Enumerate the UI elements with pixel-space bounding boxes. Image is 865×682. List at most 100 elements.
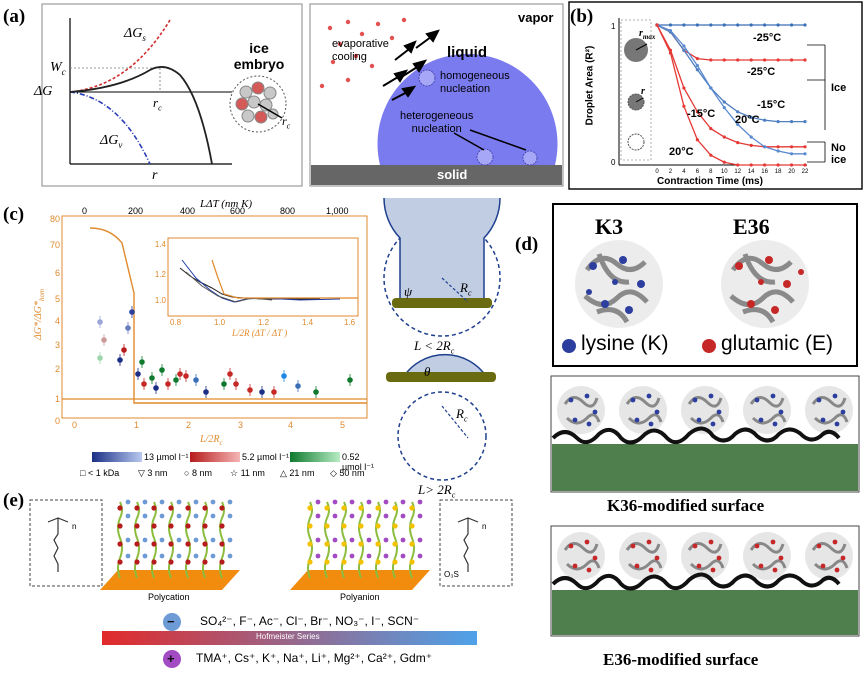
adsorbed-protein <box>619 532 667 580</box>
series-point <box>803 23 807 27</box>
charged-group <box>134 559 140 565</box>
chart-series-group <box>655 23 807 167</box>
series-point <box>776 120 780 124</box>
ice-embryo-circle <box>229 75 287 133</box>
series-point <box>789 152 794 156</box>
series-point <box>736 110 740 114</box>
scatter-point <box>281 373 287 379</box>
counter-ion <box>210 513 216 519</box>
counter-ion <box>159 499 165 505</box>
adsorbed-protein <box>557 532 605 580</box>
counter-ion <box>315 499 321 505</box>
c-ytick: 2 <box>54 364 60 374</box>
c-ytick: 80 <box>49 214 60 224</box>
charged-group <box>168 541 174 547</box>
c-top-axis-label: LΔT (nm K) <box>200 198 253 210</box>
counter-ion <box>176 499 182 505</box>
residue-dot <box>770 539 776 545</box>
scatter-point <box>173 377 179 383</box>
charged-group <box>375 523 381 529</box>
x-tick-label: 0 <box>655 169 659 175</box>
residue-dot <box>634 563 640 569</box>
counter-ion <box>400 553 406 559</box>
series-point <box>709 86 713 90</box>
series-point <box>749 23 753 27</box>
counter-ion <box>125 499 131 505</box>
residue-dot <box>692 543 698 549</box>
b-label-m25-b: -25°C <box>747 66 776 78</box>
rmax-label: rmax <box>639 28 656 41</box>
series-point <box>749 115 753 119</box>
series-point <box>682 48 686 52</box>
vapor-label: vapor <box>518 10 554 25</box>
x-tick-label: 6 <box>696 169 700 175</box>
monomer-n-left: n <box>72 522 77 531</box>
c-ytick: 6 <box>54 268 60 278</box>
residue-dot <box>648 421 654 427</box>
counter-ion <box>349 513 355 519</box>
series-point <box>803 163 807 167</box>
charged-group <box>202 523 208 529</box>
series-point <box>655 23 659 27</box>
c-top-tick: 600 <box>230 206 246 216</box>
counter-ion <box>142 513 148 519</box>
polymer-strand <box>341 501 347 579</box>
scatter-point <box>221 381 227 387</box>
series-point <box>695 68 699 72</box>
k3-label: K3 <box>595 214 624 239</box>
residue-dot <box>710 421 716 427</box>
residue-dot <box>634 417 640 423</box>
charged-group <box>324 523 330 529</box>
residue-dot <box>778 555 784 561</box>
evaporation-arrows <box>382 29 440 101</box>
series-point <box>709 153 713 157</box>
residue-dot <box>586 567 592 573</box>
size-legend-8nm: ○ 8 nm <box>184 468 212 478</box>
series-point <box>695 23 699 27</box>
charged-group <box>375 559 381 565</box>
polymer-chain-2 <box>551 572 841 591</box>
series-point <box>668 29 673 33</box>
charged-group <box>151 541 157 547</box>
polymer-strand <box>358 501 364 579</box>
residue-dot <box>584 539 590 545</box>
rc-label: rc <box>153 95 162 113</box>
panel-c: (c) LΔT (nm K) 0 200 400 600 800 1,000 8… <box>0 198 520 500</box>
counter-ion <box>210 499 216 505</box>
panel-a-graphics <box>41 3 564 187</box>
b-xlabel: Contraction Time (ms) <box>657 176 763 187</box>
adsorbed-protein <box>681 386 729 434</box>
charged-group <box>375 505 381 511</box>
residue-dot <box>654 555 660 561</box>
scatter-point <box>101 337 107 343</box>
counter-ion <box>193 537 199 543</box>
c-xtick: 3 <box>238 420 244 430</box>
polyanion-brush <box>307 499 423 579</box>
energy-plot-frame <box>41 3 303 187</box>
adsorbed-protein <box>805 386 853 434</box>
residue-dot <box>568 543 574 549</box>
solid-substrate <box>311 165 562 185</box>
counter-ion <box>383 553 389 559</box>
legend-swatch-5.2 <box>190 452 240 462</box>
c-top-tick: 1,000 <box>326 206 349 216</box>
charged-group <box>117 505 123 511</box>
c-xtick: 4 <box>288 420 294 430</box>
x-tick-label: 4 <box>682 169 686 175</box>
panel-e-graphics <box>29 499 513 668</box>
series-point <box>776 58 780 62</box>
charged-group <box>168 559 174 565</box>
charged-group <box>358 505 364 511</box>
series-line-4 <box>656 24 805 155</box>
series-point <box>763 163 767 167</box>
counter-ion <box>349 537 355 543</box>
panel-letter-d: (d) <box>515 234 539 255</box>
charged-group <box>185 541 191 547</box>
charged-group <box>324 559 330 565</box>
c-ytick: 3 <box>54 340 60 350</box>
cation-icon <box>163 650 181 668</box>
series-point <box>736 23 740 27</box>
counter-ion <box>142 553 148 559</box>
